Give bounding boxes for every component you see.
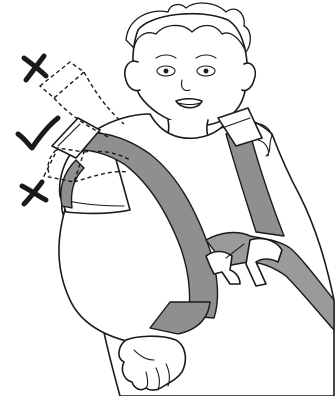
cross-icon	[24, 56, 46, 80]
child-head	[125, 3, 256, 126]
left-ear	[125, 61, 140, 90]
right-ear	[242, 63, 255, 90]
cross-icon	[22, 182, 46, 204]
check-icon	[18, 118, 58, 148]
